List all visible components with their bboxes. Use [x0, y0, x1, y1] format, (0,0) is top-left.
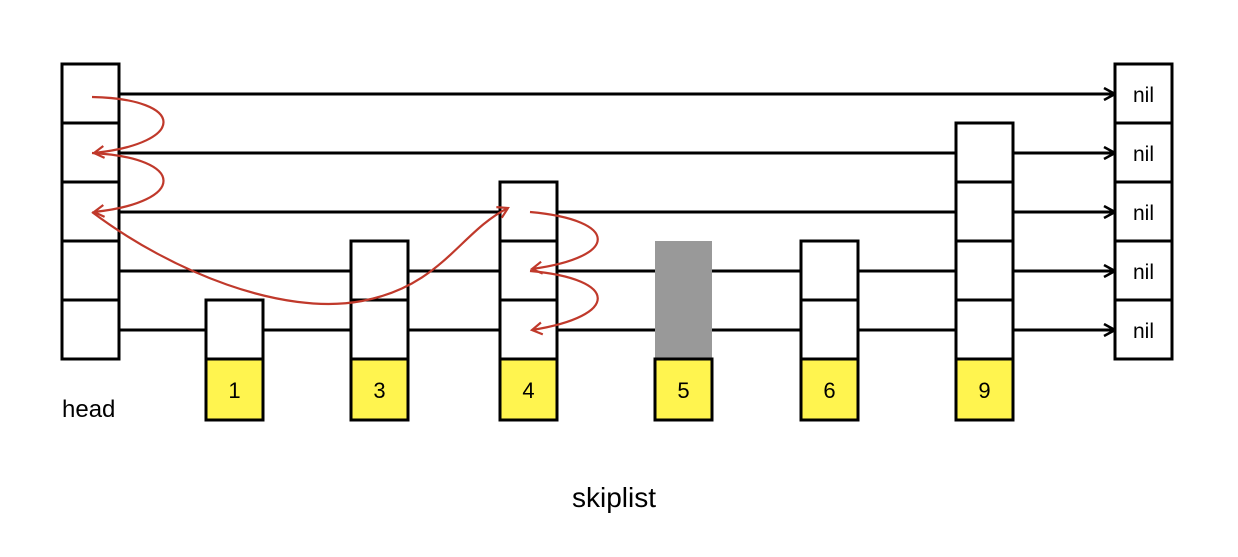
node-cell: [498, 298, 559, 361]
node-cell: [954, 239, 1015, 302]
head-cell: [60, 62, 121, 125]
deleted-node-tower: [655, 241, 712, 359]
head-cell: [60, 239, 121, 302]
head-node: [60, 62, 121, 361]
head-label: head: [62, 396, 115, 423]
nil-label: nil: [1133, 84, 1154, 107]
node-cell: [204, 298, 265, 361]
skiplist-node: 9: [954, 121, 1015, 422]
node-key-box: [799, 357, 860, 422]
search-path-arrow: [91, 151, 165, 218]
node-cell: [954, 298, 1015, 361]
node-cell: [349, 298, 410, 361]
node-cell: [954, 180, 1015, 243]
skiplist-node: 4: [498, 180, 559, 422]
nil-label: nil: [1133, 143, 1154, 166]
diagram-title: skiplist: [572, 482, 656, 513]
node-cell: [799, 298, 860, 361]
search-path-arrow: [91, 95, 165, 159]
node-cell: [954, 121, 1015, 184]
nil-cell: [1113, 62, 1174, 125]
node-key-label: 1: [228, 378, 240, 403]
search-path-arrow: [529, 269, 599, 336]
skiplist-node: 3: [349, 239, 410, 422]
skiplist-node: 5: [653, 241, 714, 422]
head-cell: [60, 180, 121, 243]
node-cell: [498, 239, 559, 302]
skiplist-node: 6: [799, 239, 860, 422]
node-cell: [349, 239, 410, 302]
nil-label: nil: [1133, 320, 1154, 343]
head-cell: [60, 121, 121, 184]
search-path-arrow: [529, 210, 599, 275]
node-key-box: [204, 357, 265, 422]
node-key-box: [349, 357, 410, 422]
node-key-label: 5: [677, 378, 689, 403]
nodes: 1 3 4 5 6 9 nil nil nil nil nil: [60, 62, 1174, 422]
node-key-box: [498, 357, 559, 422]
nil-label: nil: [1133, 202, 1154, 225]
head-cell: [60, 298, 121, 361]
node-key-label: 4: [522, 378, 534, 403]
node-key-label: 9: [978, 378, 990, 403]
nil-cell: [1113, 239, 1174, 302]
node-cell: [799, 239, 860, 302]
search-path-arrow: [91, 206, 510, 305]
node-key-box: [954, 357, 1015, 422]
search-path: [91, 95, 599, 336]
nil-node: nil nil nil nil nil: [1113, 62, 1174, 361]
node-key-label: 3: [373, 378, 385, 403]
nil-label: nil: [1133, 261, 1154, 284]
node-key-label: 6: [823, 378, 835, 403]
node-key-box: [653, 357, 714, 422]
skiplist-node: 1: [204, 298, 265, 422]
node-cell: [498, 180, 559, 243]
